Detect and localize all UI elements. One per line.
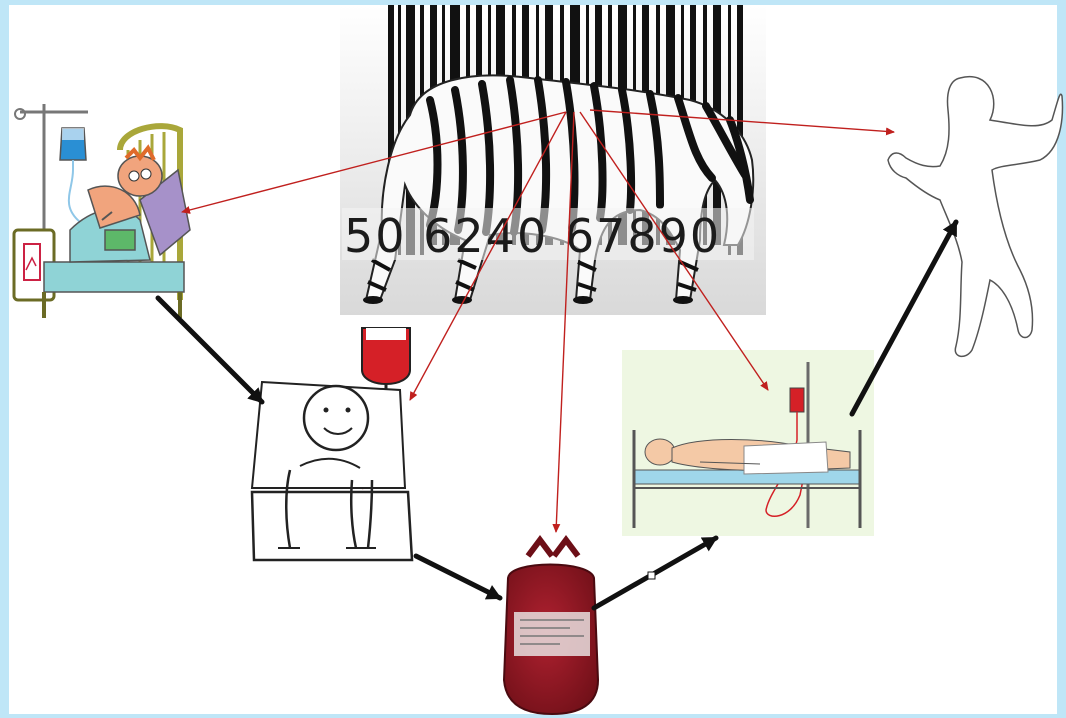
human-outline-illustration [888, 77, 1062, 357]
black-arrow-transfusion-to-blood-bag [416, 556, 500, 598]
sick-patient-illustration [14, 104, 190, 318]
small-white-marker [648, 572, 655, 579]
transfusion-patient-illustration [252, 328, 412, 560]
patient-on-iv-illustration [622, 350, 874, 536]
black-arrow-iv-patient-to-human [852, 222, 956, 414]
blood-bag-image [504, 540, 598, 714]
zebra-barcode-image: 50 6240 67890 [340, 5, 766, 315]
black-arrow-sick-to-transfusion [158, 298, 262, 402]
